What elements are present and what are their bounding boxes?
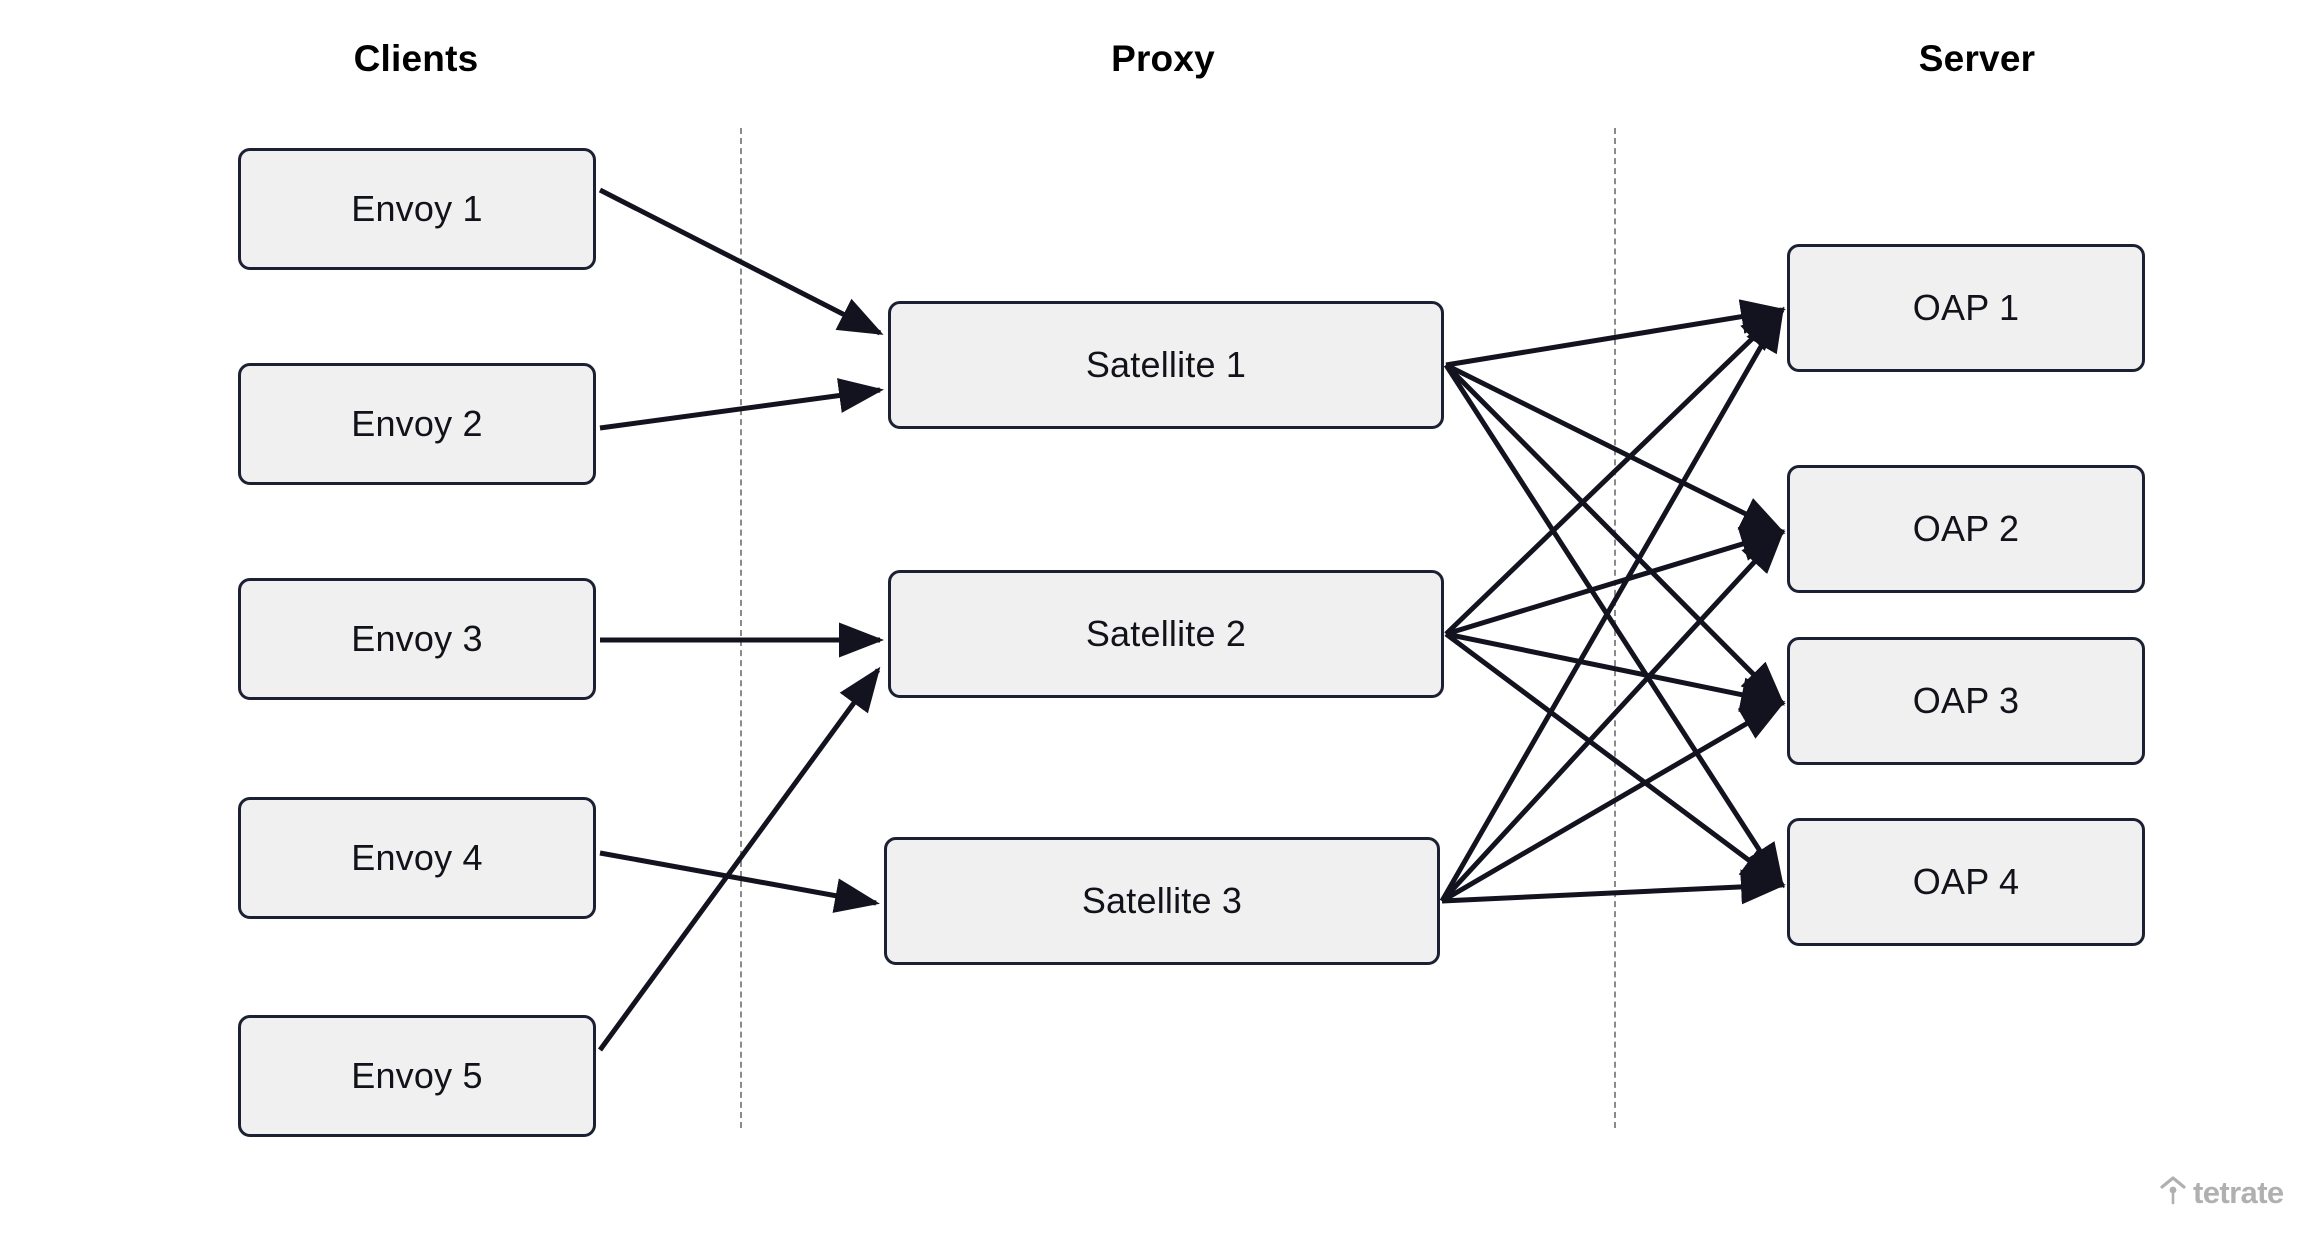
divider-proxy-server	[1614, 128, 1616, 1128]
node-label: Satellite 1	[1085, 344, 1247, 385]
edge-envoy-5-to-satellite-2	[597, 666, 881, 1052]
node-label: OAP 2	[1912, 508, 2020, 549]
node-oap-3[interactable]: OAP 3	[1787, 637, 2145, 765]
node-label: OAP 1	[1912, 287, 2020, 328]
node-oap-2[interactable]: OAP 2	[1787, 465, 2145, 593]
node-oap-1[interactable]: OAP 1	[1787, 244, 2145, 372]
node-label: Envoy 2	[351, 403, 483, 444]
node-label: Envoy 3	[351, 618, 483, 659]
node-satellite-1[interactable]: Satellite 1	[888, 301, 1444, 429]
tetrate-wordmark: tetrate	[2193, 1175, 2284, 1210]
node-envoy-5[interactable]: Envoy 5	[238, 1015, 596, 1137]
node-label: Envoy 5	[351, 1055, 483, 1096]
edge-satellite-3-to-oap-2	[1440, 529, 1785, 903]
edge-satellite-3-to-oap-3	[1440, 700, 1786, 904]
node-envoy-1[interactable]: Envoy 1	[238, 148, 596, 270]
node-envoy-2[interactable]: Envoy 2	[238, 363, 596, 485]
node-envoy-4[interactable]: Envoy 4	[238, 797, 596, 919]
tetrate-arrow-icon	[2160, 1175, 2186, 1211]
tetrate-logo: tetrate	[2160, 1175, 2284, 1211]
edge-satellite-3-to-oap-4	[1441, 869, 1786, 905]
column-header-server: Server	[1918, 38, 2036, 79]
column-header-clients: Clients	[353, 38, 479, 79]
node-label: Satellite 2	[1085, 613, 1247, 654]
edge-envoy-4-to-satellite-3	[599, 850, 880, 913]
edge-satellite-3-to-oap-1	[1439, 306, 1785, 903]
node-oap-4[interactable]: OAP 4	[1787, 818, 2145, 946]
node-satellite-2[interactable]: Satellite 2	[888, 570, 1444, 698]
column-header-proxy: Proxy	[1111, 38, 1215, 79]
node-label: Envoy 4	[351, 837, 483, 878]
node-label: OAP 4	[1912, 861, 2020, 902]
divider-clients-proxy	[740, 128, 742, 1128]
node-label: OAP 3	[1912, 680, 2020, 721]
node-satellite-3[interactable]: Satellite 3	[884, 837, 1440, 965]
node-envoy-3[interactable]: Envoy 3	[238, 578, 596, 700]
node-label: Satellite 3	[1081, 880, 1243, 921]
node-label: Envoy 1	[351, 188, 483, 229]
